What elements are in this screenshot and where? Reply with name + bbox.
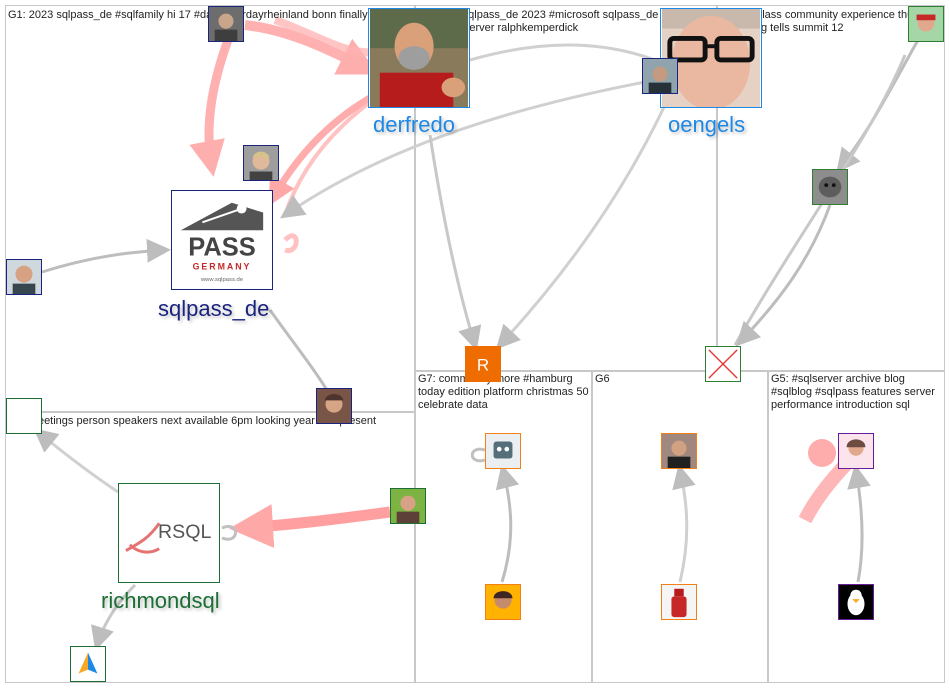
group-label-g7: G7: community more #hamburg today editio…	[418, 373, 589, 411]
edge-derfredo-to-oengels	[469, 43, 656, 62]
node-sqlpass-de-label: sqlpass_de	[158, 296, 270, 321]
group-label-g6: G6	[595, 373, 610, 385]
edge-richmond-to-g3	[33, 428, 119, 494]
node-bottle-icon-g6[interactable]	[661, 584, 697, 620]
node-broken-image-g4[interactable]	[705, 346, 741, 382]
svg-text:RSQL: RSQL	[158, 521, 211, 543]
node-richmondsql-label: richmondsql	[101, 588, 220, 613]
edge-g7-up	[495, 464, 520, 583]
group-box-g1	[5, 5, 415, 412]
edge-richmond-to-logo	[91, 583, 137, 651]
svg-text:www.sqlpass.de: www.sqlpass.de	[200, 277, 243, 283]
node-avatar-g3-person[interactable]	[390, 488, 426, 524]
edge-top-to-sqlpass	[189, 38, 233, 177]
node-avatar-g2-small[interactable]	[642, 58, 678, 94]
node-oengels-label: oengels	[668, 112, 746, 137]
node-robot-icon-g7[interactable]	[485, 433, 521, 469]
edge-pass-self-loop	[283, 233, 299, 253]
group-box-g3	[5, 412, 415, 683]
group-label-g5: G5: #sqlserver archive blog #sqlblog #sq…	[771, 373, 935, 411]
group-box-g5	[768, 371, 945, 683]
node-avatar-g4-top[interactable]	[908, 6, 944, 42]
node-avatar-g1-bottom[interactable]	[316, 388, 352, 424]
edge-g5-up	[847, 464, 871, 583]
edge-richmond-self-loop	[221, 524, 237, 541]
node-avatar-g4-dog[interactable]	[812, 169, 848, 205]
node-avatar-g5-top[interactable]	[838, 433, 874, 469]
edge-person-to-x	[735, 204, 832, 347]
edge-derfredo-to-r	[428, 134, 482, 351]
edge-person-to-richmond	[229, 504, 391, 548]
edge-person-to-sqlpass	[41, 238, 171, 274]
node-derfredo-avatar[interactable]	[368, 8, 470, 108]
node-richmondsql-logo[interactable]: RSQL	[118, 483, 220, 583]
group-box-g4	[717, 5, 945, 371]
edge-g6-up	[672, 464, 696, 583]
node-r-badge[interactable]: R	[465, 346, 501, 382]
node-g3-box[interactable]	[6, 398, 42, 434]
node-g5-loop	[808, 439, 836, 467]
edge-oengels-to-sqlpass	[280, 80, 646, 219]
svg-text:R: R	[477, 356, 489, 375]
node-avatar-g1-blond[interactable]	[243, 145, 279, 181]
node-avatar-g6-top[interactable]	[661, 433, 697, 469]
node-logo-g3-bottom[interactable]	[70, 646, 106, 682]
group-box-g7	[415, 371, 592, 683]
edge-oengels-to-r	[495, 104, 667, 350]
node-avatar-g1-top[interactable]	[208, 6, 244, 42]
edge-pass-to-person	[268, 309, 332, 396]
node-sqlpass-de-logo[interactable]: PASS GERMANY www.sqlpass.de	[171, 190, 273, 290]
node-tux-icon-g5[interactable]	[838, 584, 874, 620]
group-label-g3: G3: meetings person speakers next availa…	[8, 415, 377, 427]
group-box-g2	[415, 5, 717, 371]
edge-g4-to-person	[836, 39, 920, 173]
svg-text:PASS: PASS	[188, 234, 255, 262]
node-avatar-g1-left[interactable]	[6, 259, 42, 295]
edge-top-to-derfredo	[244, 20, 379, 75]
group-box-g6	[592, 371, 768, 683]
edge-g7-self-loop	[470, 447, 486, 463]
svg-text:GERMANY: GERMANY	[193, 261, 252, 271]
node-avatar-g7-bottom[interactable]	[485, 584, 521, 620]
node-derfredo-label: derfredo	[373, 112, 455, 137]
